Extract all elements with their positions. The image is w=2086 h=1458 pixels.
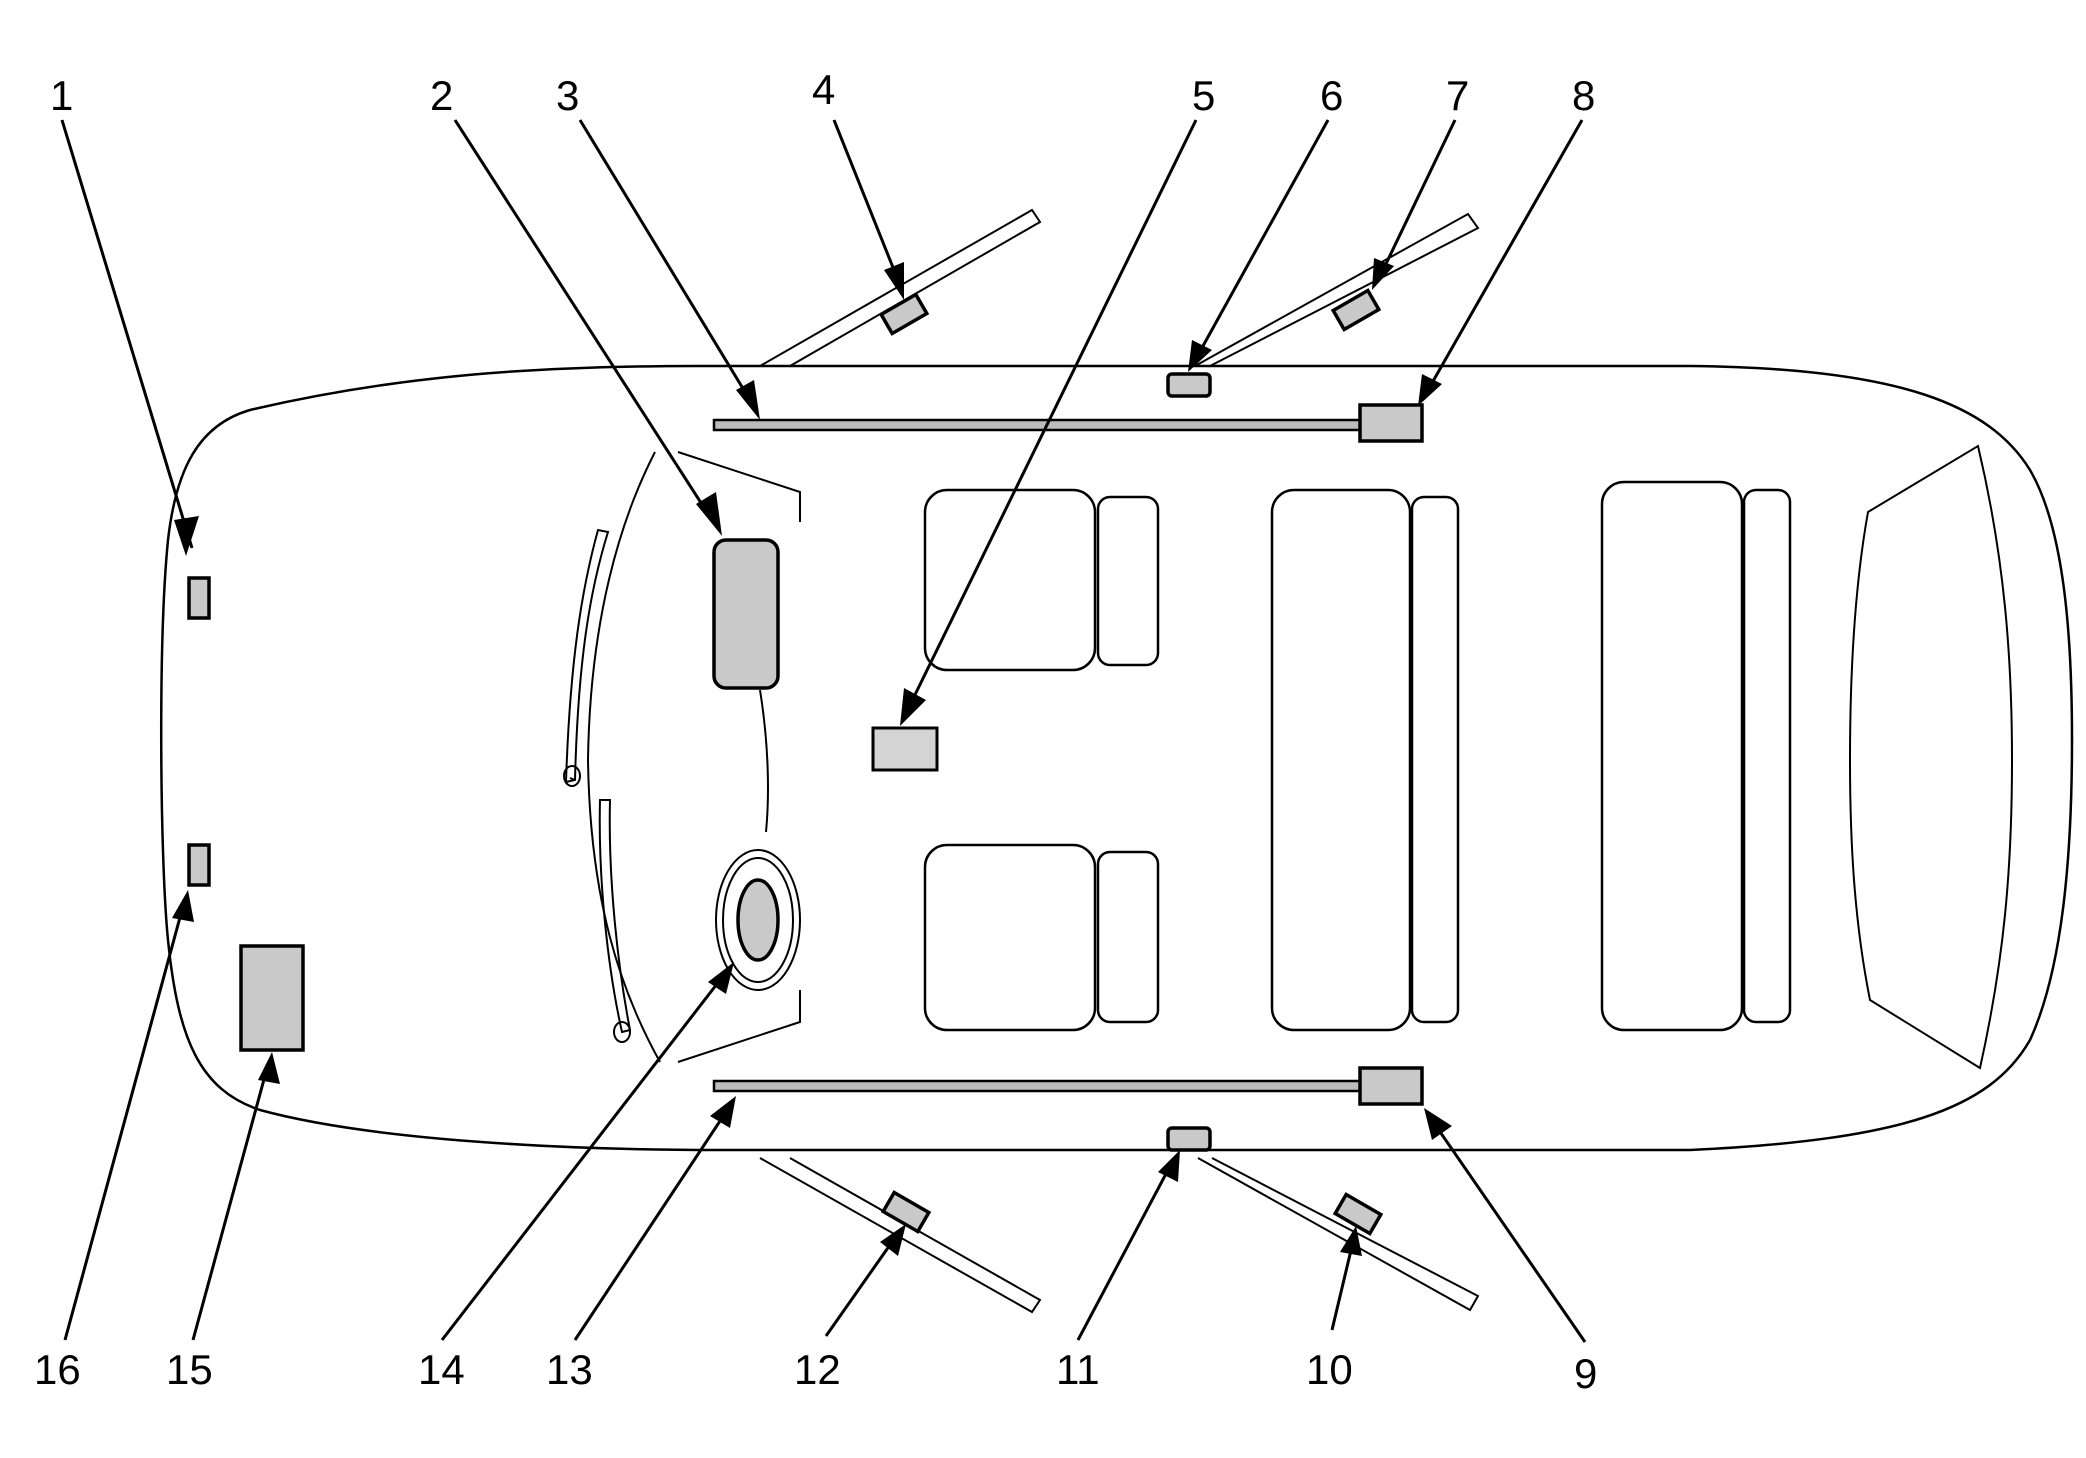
left-pillar-sensor [1166, 372, 1212, 398]
callout-1: 1 [50, 72, 73, 119]
rear-window [1848, 444, 2014, 1070]
leader-lines [60, 119, 1587, 1343]
callout-9: 9 [1574, 1350, 1597, 1397]
rear-bench-seat [1600, 480, 1792, 1032]
rear-right-door [1197, 1157, 1480, 1312]
callout-5: 5 [1192, 72, 1215, 119]
right-side-rail [712, 1066, 1424, 1106]
callout-8: 8 [1572, 72, 1595, 119]
sensing-diagnostic-module [871, 726, 939, 772]
callout-2: 2 [430, 72, 453, 119]
callout-15: 15 [166, 1346, 213, 1393]
vehicle-body [159, 364, 2074, 1152]
callout-13: 13 [546, 1346, 593, 1393]
callout-7: 7 [1446, 72, 1469, 119]
callout-10: 10 [1306, 1346, 1353, 1393]
rear-left-door [1194, 212, 1480, 367]
callout-3: 3 [556, 72, 579, 119]
underhood-module [239, 944, 305, 1052]
right-pillar-sensor [1166, 1126, 1212, 1152]
front-seats [923, 488, 1160, 1032]
callout-6: 6 [1320, 72, 1343, 119]
windshield-area [586, 451, 801, 1063]
callout-12: 12 [794, 1346, 841, 1393]
left-side-rail [712, 403, 1424, 443]
front-sensor-left [187, 576, 211, 620]
passenger-airbag-module [712, 538, 780, 690]
steering-wheel [715, 849, 801, 991]
callout-labels: 1 2 3 4 5 6 7 8 9 10 11 12 13 14 15 16 [34, 66, 1597, 1397]
callout-4: 4 [812, 66, 835, 113]
windshield-wipers [563, 528, 632, 1043]
callout-11: 11 [1056, 1346, 1100, 1393]
middle-bench-seat [1270, 488, 1460, 1032]
front-sensor-right [187, 843, 211, 887]
callout-16: 16 [34, 1346, 81, 1393]
callout-14: 14 [418, 1346, 465, 1393]
